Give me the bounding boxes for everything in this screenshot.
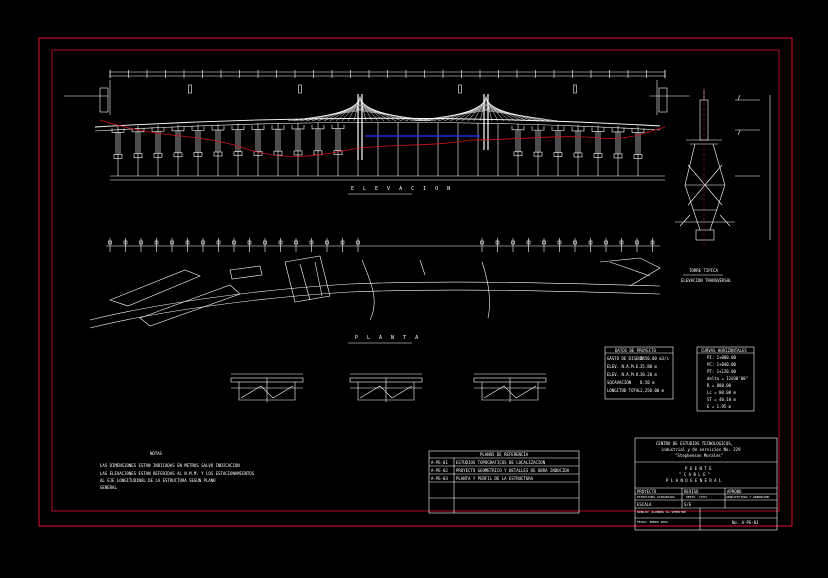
- data-box-1-r1: GASTO DE DISENO: [607, 356, 644, 361]
- data-box-2-r7: ST = 40.10 m: [707, 397, 736, 402]
- title-f2-value: DEPTO. CIVIL: [686, 495, 708, 499]
- data-box-2-r6: Lc = 80.00 m: [707, 390, 736, 395]
- note-line-3: AL EJE LONGITUDINAL DE LA ESTRUCTURA SEG…: [100, 478, 216, 483]
- notes-heading: NOTAS: [150, 451, 163, 456]
- title-f2-label: REVISO: [684, 489, 699, 494]
- reference-code-1: A-PE-01: [431, 460, 448, 465]
- bridge-elevation: [64, 70, 690, 181]
- ground-profile-line: [99, 119, 666, 157]
- inner-sheet-border: [51, 49, 780, 512]
- data-box-1-v2: 35.80 m: [640, 364, 657, 369]
- data-box-1-v5: 1,250.00 m: [640, 388, 665, 393]
- title-block: [634, 437, 778, 531]
- data-box-2-header: CURVAS HORIZONTALES: [701, 348, 747, 353]
- data-box-1-v1: 2450.00 m3/s: [640, 356, 669, 361]
- plan-title: P L A N T A: [355, 335, 422, 341]
- data-box-2-r1: PI: 1+080.00: [707, 355, 736, 360]
- data-box-1-v3: 30.20 m: [640, 372, 657, 377]
- title-drawing: P L A N O G E N E R A L: [666, 478, 722, 483]
- title-org-1: CENTRO DE ESTUDIOS TECNOLOGICOS,: [656, 441, 734, 446]
- data-box-2-r5: R = 800.00: [707, 383, 732, 388]
- title-f5: DIBUJO: ALUMNOS 6o SEMESTRE: [637, 510, 686, 514]
- title-f1-value: ESTRUCTURA ATIRANTADA: [637, 495, 675, 499]
- title-org-3: "Stephenson Morales": [675, 453, 724, 458]
- outer-sheet-border: [38, 37, 793, 527]
- title-org-2: industrial y de servicios No. 229: [661, 447, 741, 452]
- reference-text-1: ESTUDIOS TOPOGRAFICOS DE LOCALIZACION: [456, 460, 546, 465]
- tower-subtitle: ELEVACION TRANSVERSAL: [681, 278, 732, 283]
- reference-text-3: PLANTA Y PERFIL DE LA ESTRUCTURA: [456, 476, 534, 481]
- note-line-1: LAS DIMENSIONES ESTAN INDICADAS EN METRO…: [100, 463, 240, 468]
- data-box-1-r2: ELEV. N.A.M.E.: [607, 364, 641, 369]
- data-box-2-r4: delta = 12d30'00": [707, 376, 748, 381]
- deck-cross-sections: [230, 373, 547, 402]
- title-f4-value: S/E: [684, 502, 692, 507]
- note-line-4: GENERAL: [100, 485, 117, 490]
- references-header: PLANOS DE REFERENCIA: [480, 452, 529, 457]
- title-f1-label: PROYECTO: [637, 489, 657, 494]
- data-box-2-r8: E = 1.95 m: [707, 404, 732, 409]
- title-f6: FECHA: ENERO 2002: [637, 520, 668, 524]
- title-f3-value: ARQUITECTURA Y URBANISMO: [726, 495, 770, 499]
- tower-title: TORRE TIPICA: [689, 268, 718, 273]
- title-f4-label: ESCALA: [637, 502, 652, 507]
- tower-transverse-elevation: [675, 90, 771, 241]
- note-line-2: LAS ELEVACIONES ESTAN REFERIDAS AL N.M.M…: [100, 471, 255, 476]
- project-data-box: [604, 346, 674, 400]
- data-box-1-v4: 8.50 m: [640, 380, 655, 385]
- title-sheet-number: No. A-PG-01: [732, 520, 759, 525]
- data-box-1-r4: SOCAVACION: [607, 380, 632, 385]
- data-box-1-r3: ELEV. N.A.M.O.: [607, 372, 641, 377]
- elevation-title: E L E V A C I O N: [351, 186, 454, 192]
- reference-code-3: A-PE-03: [431, 476, 448, 481]
- title-f3-label: APROBO: [727, 489, 742, 494]
- horizontal-curves-box: [696, 346, 755, 412]
- reference-text-2: PROYECTO GEOMETRICO Y DETALLES DE OBRA I…: [456, 468, 570, 473]
- data-box-1-header: DATOS DE PROYECTO: [615, 348, 656, 353]
- title-project-name: " C A B L E ": [679, 472, 711, 477]
- data-box-1-r5: LONGITUD TOTAL: [607, 388, 641, 393]
- data-box-2-r2: PC: 1+040.00: [707, 362, 736, 367]
- bridge-plan-view: [89, 238, 661, 329]
- reference-code-2: A-PE-02: [431, 468, 448, 473]
- data-box-2-r3: PT: 1+120.00: [707, 369, 736, 374]
- title-project: P U E N T E: [685, 466, 712, 471]
